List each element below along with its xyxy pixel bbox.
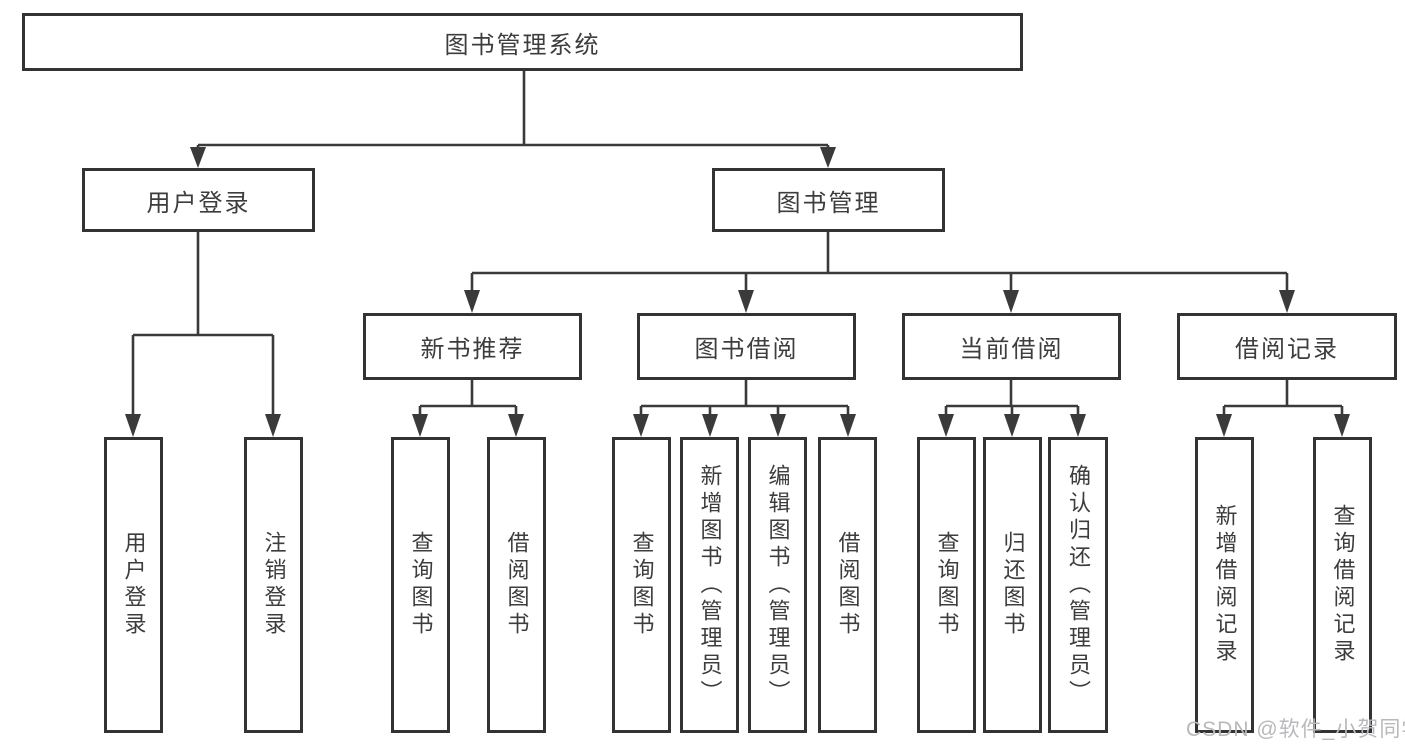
leaf-borrow-books: 借阅图书 (818, 437, 877, 733)
node-borrow-records: 借阅记录 (1177, 313, 1397, 380)
leaf-edit-books-admin-label: 编辑图书（管理员） (765, 463, 791, 707)
leaf-query-borrow-record: 查询借阅记录 (1313, 437, 1372, 733)
connector-login-split (131, 232, 275, 416)
node-book-manage: 图书管理 (712, 168, 945, 232)
leaf-borrow-books-recommend-label: 借阅图书 (504, 531, 530, 639)
leaf-return-books-label: 归还图书 (1000, 531, 1026, 639)
leaf-borrow-books-label: 借阅图书 (835, 531, 861, 639)
node-new-books-label: 新书推荐 (420, 336, 525, 363)
connector-current-split (944, 380, 1080, 416)
leaf-edit-books-admin: 编辑图书（管理员） (748, 437, 807, 733)
leaf-add-borrow-record-label: 新增借阅记录 (1212, 504, 1238, 666)
leaf-query-books-current: 查询图书 (917, 437, 976, 733)
node-book-manage-label: 图书管理 (776, 189, 881, 217)
leaf-add-books-admin-label: 新增图书（管理员） (697, 463, 723, 707)
leaf-user-login-label: 用户登录 (121, 531, 147, 639)
connector-recommend-split (418, 380, 518, 416)
leaf-add-books-admin: 新增图书（管理员） (680, 437, 739, 733)
leaf-query-borrow-record-label: 查询借阅记录 (1330, 504, 1356, 666)
leaf-borrow-books-recommend: 借阅图书 (487, 437, 546, 733)
leaf-query-books-borrow-label: 查询图书 (629, 531, 655, 639)
node-user-login: 用户登录 (82, 168, 315, 232)
leaf-query-books-borrow: 查询图书 (612, 437, 671, 733)
leaf-confirm-return-admin: 确认归还（管理员） (1048, 437, 1108, 733)
connector-records-split (1222, 380, 1344, 416)
connector-root-split (196, 71, 830, 150)
node-root: 图书管理系统 (22, 13, 1023, 71)
leaf-logout: 注销登录 (244, 437, 303, 733)
connector-borrow-split (639, 380, 850, 416)
leaf-query-books-recommend: 查询图书 (391, 437, 450, 733)
node-book-borrow: 图书借阅 (637, 313, 856, 380)
connector-manage-split (470, 232, 1289, 292)
node-new-books: 新书推荐 (363, 313, 582, 380)
leaf-confirm-return-admin-label: 确认归还（管理员） (1066, 463, 1091, 707)
node-book-borrow-label: 图书借阅 (694, 336, 799, 363)
leaf-logout-label: 注销登录 (261, 531, 287, 639)
leaf-return-books: 归还图书 (983, 437, 1042, 733)
leaf-query-books-current-label: 查询图书 (934, 531, 960, 639)
node-user-login-label: 用户登录 (146, 189, 251, 217)
leaf-query-books-recommend-label: 查询图书 (408, 531, 434, 639)
node-root-label: 图书管理系统 (444, 31, 601, 59)
node-current-borrow-label: 当前借阅 (959, 336, 1064, 363)
node-current-borrow: 当前借阅 (902, 313, 1121, 380)
leaf-user-login: 用户登录 (104, 437, 163, 733)
csdn-watermark: CSDN @软件_小贺同学 (1186, 718, 1405, 741)
leaf-add-borrow-record: 新增借阅记录 (1195, 437, 1254, 733)
node-borrow-records-label: 借阅记录 (1235, 336, 1339, 363)
